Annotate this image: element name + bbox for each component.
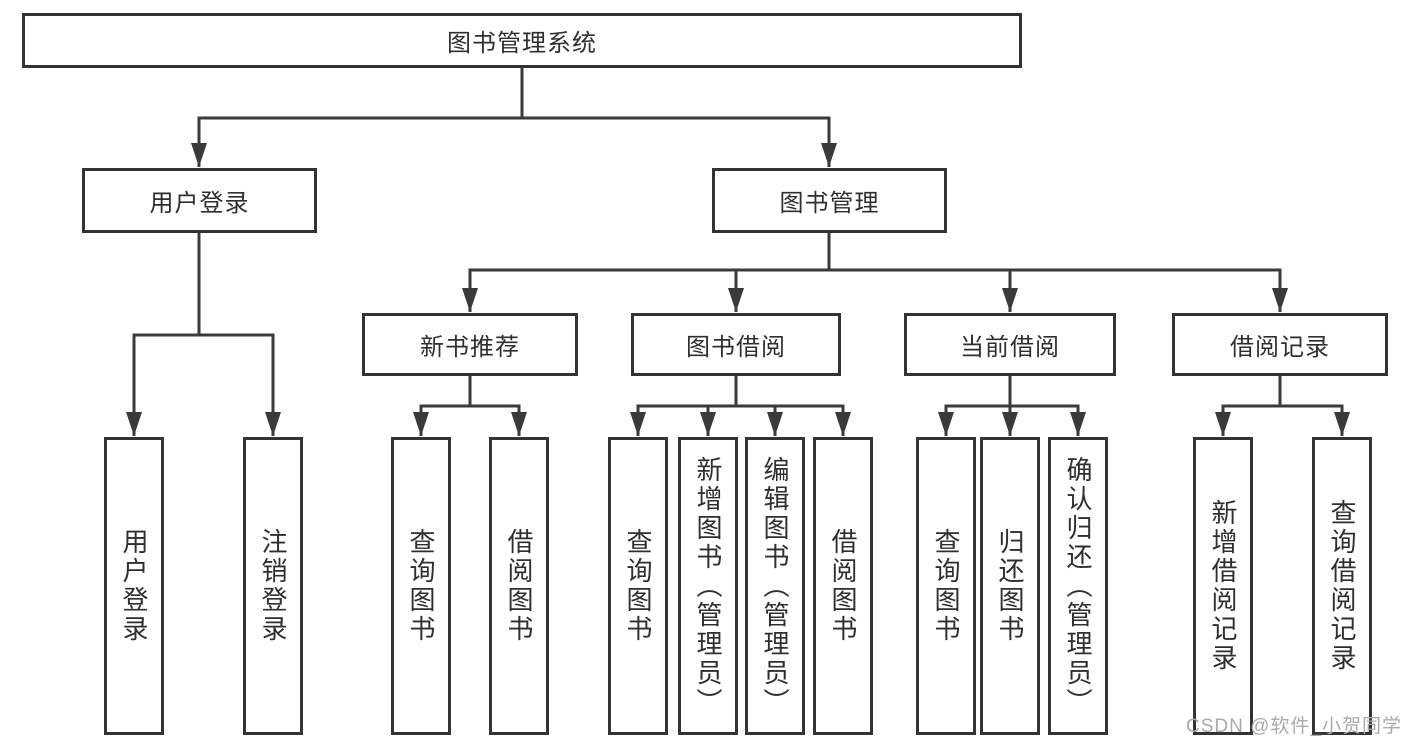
leaf-return-book: 归还图书 <box>980 437 1040 735</box>
leaf-borrow-books-borrow: 借阅图书 <box>813 437 873 735</box>
csdn-watermark: CSDN @软件_小贺同学 <box>1186 716 1402 737</box>
node-book-management: 图书管理 <box>712 168 947 233</box>
node-root: 图书管理系统 <box>22 13 1022 68</box>
node-new-book-recommend: 新书推荐 <box>362 313 578 376</box>
leaf-query-books-borrow: 查询图书 <box>608 437 668 735</box>
leaf-add-book-admin: 新增图书（管理员） <box>678 437 738 735</box>
leaf-edit-book-admin: 编辑图书（管理员） <box>745 437 805 735</box>
leaf-query-books-recommend: 查询图书 <box>391 437 451 735</box>
leaf-query-books-current: 查询图书 <box>916 437 976 735</box>
leaf-borrow-books-recommend: 借阅图书 <box>489 437 549 735</box>
node-book-borrow: 图书借阅 <box>631 313 841 376</box>
leaf-add-borrow-record: 新增借阅记录 <box>1193 437 1253 735</box>
leaf-confirm-return-admin: 确认归还（管理员） <box>1048 437 1108 735</box>
node-borrow-records: 借阅记录 <box>1172 313 1388 376</box>
node-user-login: 用户登录 <box>82 168 317 233</box>
leaf-query-borrow-record: 查询借阅记录 <box>1312 437 1372 735</box>
node-current-borrow: 当前借阅 <box>904 313 1116 376</box>
leaf-logout: 注销登录 <box>243 437 303 735</box>
leaf-user-login: 用户登录 <box>104 437 164 735</box>
